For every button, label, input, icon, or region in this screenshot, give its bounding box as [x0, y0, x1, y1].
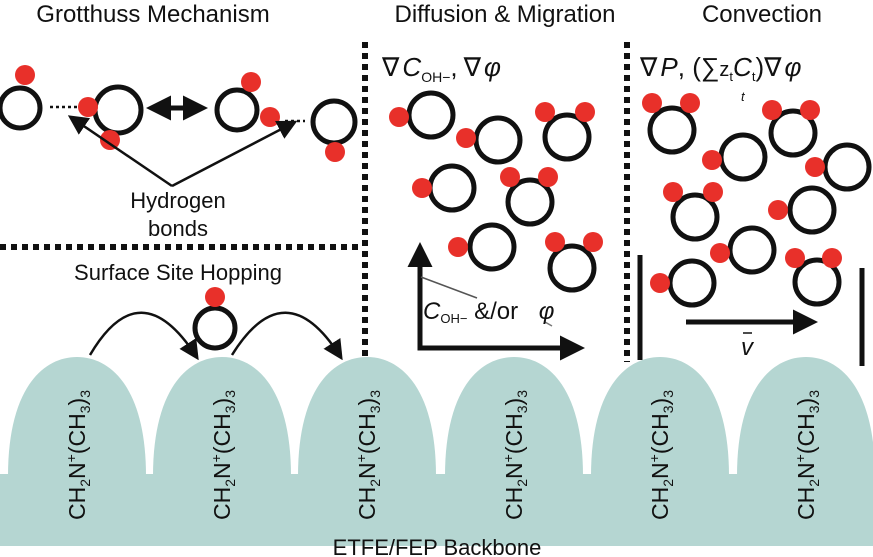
site-label: CH2N+(CH3)3 [500, 390, 530, 520]
gradient-axis-label: COH− &/or φ [423, 298, 554, 326]
backbone [0, 357, 873, 546]
hydrogen-bond-pointers [67, 115, 298, 188]
title-grotthuss: Grotthuss Mechanism [36, 1, 269, 28]
quaternary-ammonium-site [8, 357, 146, 476]
diffusion-driving-forces: ∇COH−,∇φ [381, 52, 501, 85]
hopping-title: Surface Site Hopping [74, 260, 282, 285]
quaternary-ammonium-site [298, 357, 436, 476]
site-label: CH2N+(CH3)3 [208, 390, 238, 520]
quaternary-ammonium-site [153, 357, 291, 476]
backbone-label: ETFE/FEP Backbone [333, 535, 542, 557]
grotthuss-molecules [0, 65, 358, 162]
quaternary-ammonium-site [591, 357, 729, 476]
diffusion-molecules [389, 90, 603, 293]
quaternary-ammonium-site [737, 357, 873, 476]
bonds-label: bonds [148, 216, 208, 241]
hopping-molecule [192, 287, 238, 351]
hopping-arrows [88, 311, 343, 361]
site-labels: CH2N+(CH3)3 CH2N+(CH3)3 CH2N+(CH3)3 CH2N+(C… [63, 390, 822, 520]
velocity-label: v [741, 334, 755, 361]
title-diffusion: Diffusion & Migration [395, 1, 616, 28]
sigma-subscript: t [741, 89, 746, 104]
channel-walls [637, 255, 865, 366]
convection-driving-forces: ∇P, (∑ztCt)∇φ [639, 52, 802, 84]
title-convection: Convection [702, 1, 822, 28]
convection-molecules [642, 93, 872, 308]
site-label: CH2N+(CH3)3 [792, 390, 822, 520]
site-label: CH2N+(CH3)3 [63, 390, 93, 520]
site-label: CH2N+(CH3)3 [646, 390, 676, 520]
quaternary-ammonium-site [445, 357, 583, 476]
site-label: CH2N+(CH3)3 [353, 390, 383, 520]
hydrogen-label: Hydrogen [130, 188, 225, 213]
gradient-axes [407, 242, 585, 361]
